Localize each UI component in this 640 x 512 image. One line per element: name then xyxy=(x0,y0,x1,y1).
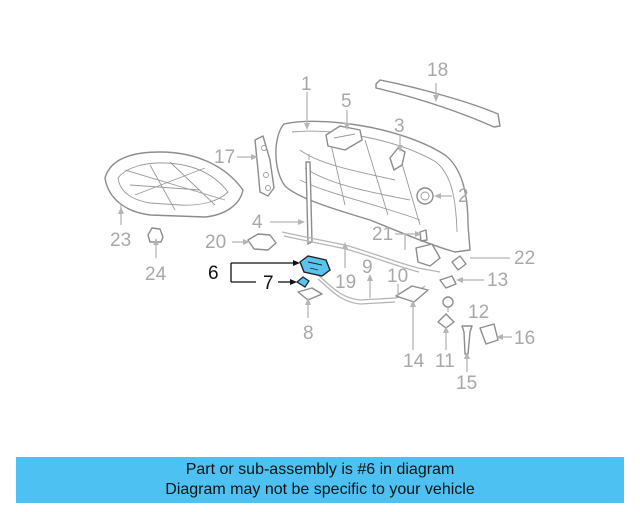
label-20: 20 xyxy=(205,232,226,253)
part-5-latch xyxy=(325,125,363,151)
label-13: 13 xyxy=(487,270,508,291)
label-15: 15 xyxy=(456,373,477,394)
label-16: 16 xyxy=(514,328,535,349)
label-10: 10 xyxy=(387,266,408,287)
part-6-shape xyxy=(299,255,331,277)
label-23: 23 xyxy=(110,230,131,251)
label-11: 11 xyxy=(435,351,455,372)
label-3: 3 xyxy=(394,116,405,137)
label-2: 2 xyxy=(458,186,469,207)
parts-diagram: 1 2 3 4 5 6 7 8 9 10 11 12 13 14 15 16 1… xyxy=(104,60,535,394)
part-6-highlighted xyxy=(299,255,331,277)
part-24-clip xyxy=(147,227,164,243)
part-12-nut xyxy=(442,296,454,308)
part-3-bumper xyxy=(389,147,406,171)
part-18-seal xyxy=(375,79,501,128)
label-14: 14 xyxy=(403,351,425,372)
part-11-clip xyxy=(437,313,455,329)
label-22: 22 xyxy=(514,248,535,269)
caption-banner: Part or sub-assembly is #6 in diagram Di… xyxy=(16,457,624,503)
label-8: 8 xyxy=(303,323,314,344)
label-9: 9 xyxy=(362,257,373,278)
part-14-plate xyxy=(395,285,429,303)
label-24: 24 xyxy=(145,264,167,285)
part-13-bracket xyxy=(439,275,457,289)
part-16-bracket xyxy=(479,323,499,345)
part-23-insulator xyxy=(104,151,244,218)
label-12: 12 xyxy=(468,302,489,323)
label-4: 4 xyxy=(252,212,263,233)
label-5: 5 xyxy=(341,91,352,112)
label-7: 7 xyxy=(263,273,274,294)
part-7-shape xyxy=(295,276,310,288)
part-17-hinge xyxy=(254,135,275,197)
label-6: 6 xyxy=(208,263,219,284)
label-17: 17 xyxy=(214,147,235,168)
caption-line-2: Diagram may not be specific to your vehi… xyxy=(165,481,475,498)
callout-labels: 1 2 3 4 5 6 7 8 9 10 11 12 13 14 15 16 1… xyxy=(110,60,535,394)
part-22-latch xyxy=(415,243,467,271)
part-7-highlighted xyxy=(295,276,310,288)
label-21: 21 xyxy=(372,224,393,245)
label-18: 18 xyxy=(427,60,448,81)
label-1: 1 xyxy=(301,74,312,95)
part-2-grommet xyxy=(416,187,434,205)
part-15-bolt xyxy=(461,325,473,355)
part-19-cable xyxy=(281,231,441,305)
leader-lines xyxy=(118,83,512,372)
part-8-handle xyxy=(297,287,323,301)
part-21-clip xyxy=(419,229,428,242)
caption-line-1: Part or sub-assembly is #6 in diagram xyxy=(185,461,455,478)
part-1-hood xyxy=(275,120,471,253)
part-20-handle xyxy=(247,233,277,251)
label-19: 19 xyxy=(335,272,356,293)
